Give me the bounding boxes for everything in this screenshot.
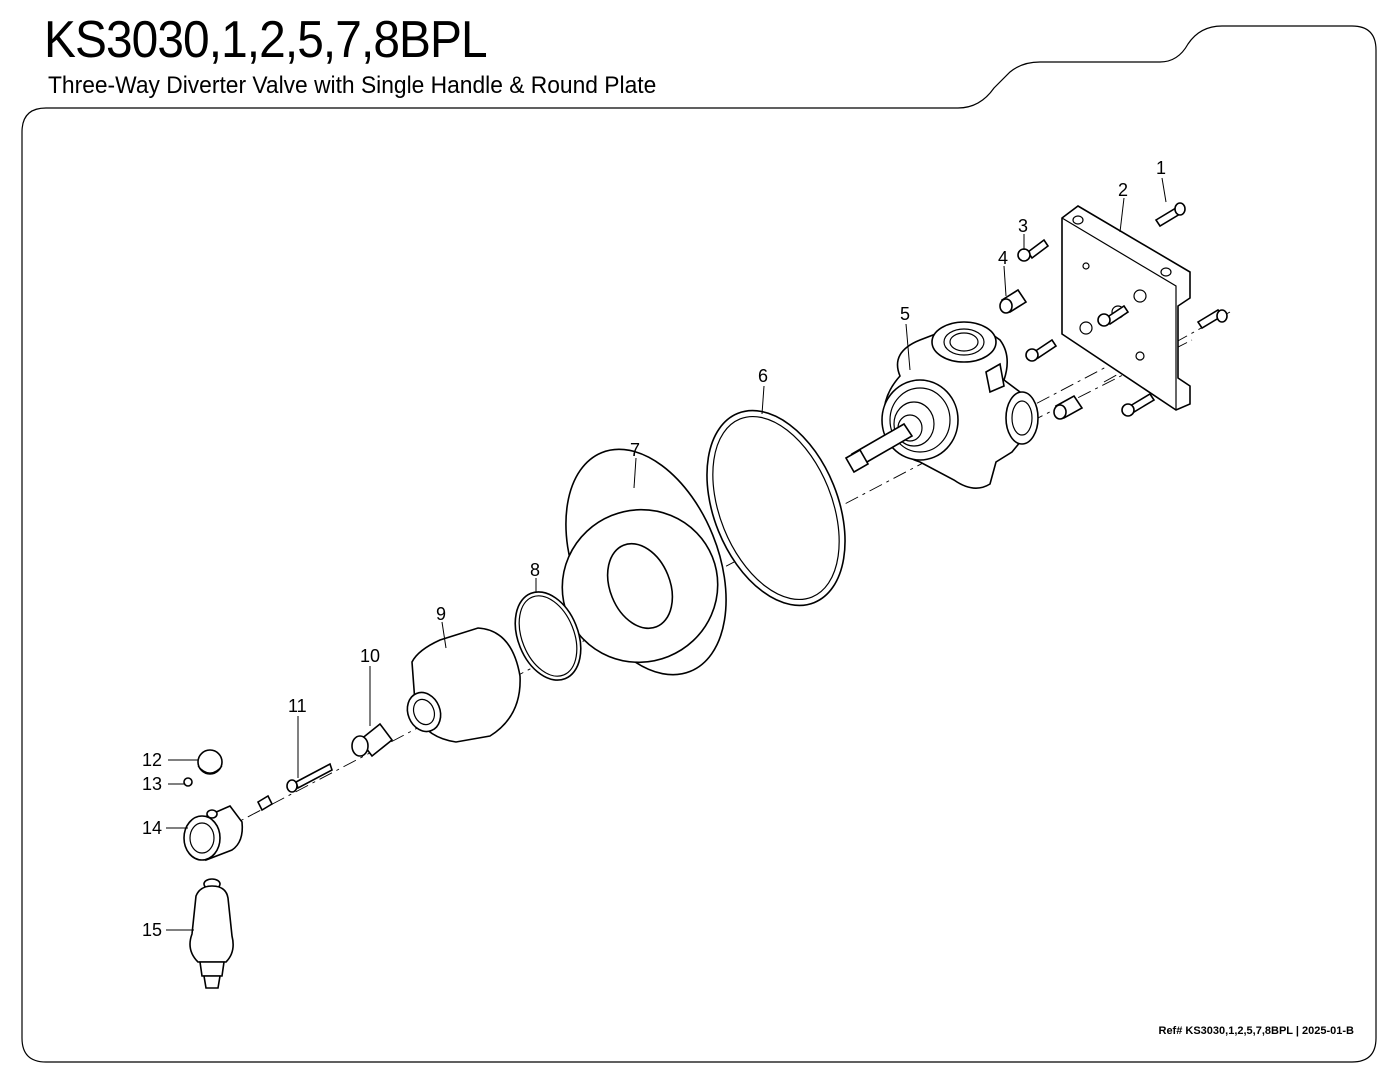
screw-part-extra-b [1196,308,1228,330]
callout-label: 10 [360,646,380,666]
callout-label: 9 [436,604,446,624]
screw-part-extra-c [1025,338,1058,362]
round-plate-part-7 [561,448,727,676]
set-screw-part-13 [183,777,274,812]
adapter-part-10 [351,722,394,758]
retaining-ring-part-8 [514,591,582,681]
drawing-frame [21,25,1377,1063]
callout-label: 14 [142,818,162,838]
reference-footer: Ref# KS3030,1,2,5,7,8BPL | 2025-01-B [1159,1025,1355,1037]
sleeve-cap-part-9 [406,627,521,743]
leader-lines [166,177,1167,931]
screw-part-extra-d [1121,392,1156,417]
page-subtitle: Three-Way Diverter Valve with Single Han… [48,72,657,99]
callout-label: 5 [900,304,910,324]
screw-part-extra-a [1097,304,1130,327]
o-ring-part-6 [706,409,846,607]
callout-label: 6 [758,366,768,386]
handle-hub-part-14 [183,805,244,862]
callout-label: 2 [1118,180,1128,200]
screw-part-3 [1017,238,1050,262]
callout-label: 4 [998,248,1008,268]
lever-handle-part-15 [189,878,234,989]
handle-screw-part-11 [286,762,333,793]
page-title: KS3030,1,2,5,7,8BPL [44,11,488,69]
callout-label: 13 [142,774,162,794]
spacer-part-4b [1053,394,1084,420]
spacer-part-4 [999,288,1028,314]
callout-label: 1 [1156,158,1166,178]
callout-label: 7 [630,440,640,460]
callout-label: 12 [142,750,162,770]
screw-part-1 [1154,202,1186,228]
callout-label: 8 [530,560,540,580]
valve-body-part [844,321,1039,489]
index-button-part-12 [197,749,223,775]
callout-label: 15 [142,920,162,940]
assembly-axis [199,365,1109,843]
callout-label: 11 [288,696,307,716]
callout-label: 3 [1018,216,1028,236]
